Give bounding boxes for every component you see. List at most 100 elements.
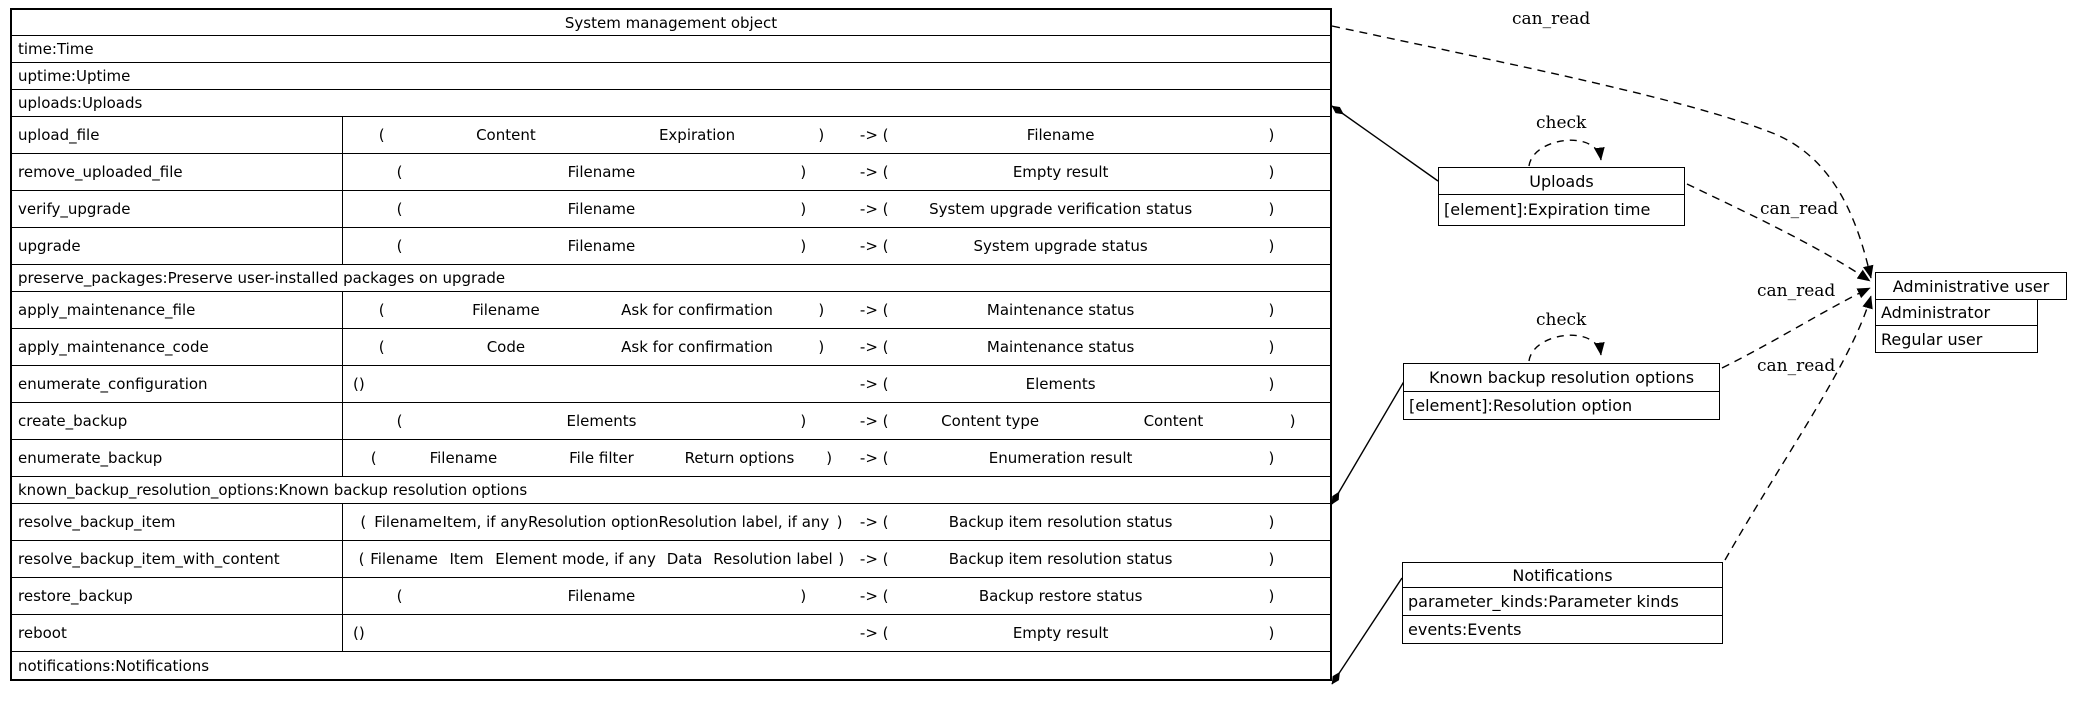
sig-token: Code (486, 338, 526, 356)
notifications-node-title: Notifications (1402, 562, 1723, 588)
sig-token: Filename (1026, 126, 1095, 144)
method-name: upgrade (12, 228, 343, 264)
edge-backup-options-composition (1331, 377, 1407, 505)
backup-options-node: Known backup resolution options [element… (1403, 363, 1720, 420)
sig-token: Filename (567, 587, 636, 605)
row-preserve-packages: preserve_packages:Preserve user-installe… (12, 265, 1330, 292)
sig-token: ) (818, 338, 825, 356)
sig-token: ) (1268, 338, 1275, 356)
row-upgrade: upgrade (Filename)-> (System upgrade sta… (12, 228, 1330, 265)
sig-token: System upgrade verification status (929, 200, 1193, 218)
edge-can-read-notifications (1724, 295, 1873, 561)
method-signature: ( Filename Ask for confirmation) -> ( Mainte… (343, 292, 1330, 328)
method-signature: ()-> (Elements) (343, 366, 1330, 402)
method-name: upload_file (12, 117, 343, 153)
edge-can-read-system (1331, 25, 1874, 279)
sig-token: ) (1268, 301, 1275, 319)
admin-user-node-row: Administrator (1875, 298, 2038, 327)
admin-user-node: Administrative user Administrator Regula… (1875, 272, 2067, 353)
sig-token: ) (1268, 587, 1275, 605)
sig-token: ( (396, 200, 403, 218)
method-name: enumerate_backup (12, 440, 343, 476)
row-remove-uploaded-file: remove_uploaded_file (Filename)-> (Empty… (12, 154, 1330, 191)
sig-token: ( (396, 163, 403, 181)
sig-token: Enumeration result (988, 449, 1133, 467)
sig-token: Maintenance status (986, 338, 1135, 356)
admin-user-node-title: Administrative user (1875, 272, 2067, 300)
sig-token: Item (449, 550, 484, 568)
admin-user-node-row: Regular user (1875, 325, 2038, 353)
sig-token: ( (370, 449, 377, 467)
row-restore-backup: restore_backup (Filename)-> (Backup rest… (12, 578, 1330, 615)
method-name: resolve_backup_item_with_content (12, 541, 343, 577)
sig-token: Backup restore status (978, 587, 1143, 605)
sig-token: Ask for confirmation (621, 301, 773, 319)
edge-can-read-uploads (1686, 183, 1871, 282)
sig-token: () (353, 624, 365, 642)
method-signature: (Filename)-> (Empty result) (343, 154, 1330, 190)
sig-token: -> ( (859, 624, 889, 642)
edge-uploads-composition (1331, 105, 1439, 182)
sig-token: ) (1268, 550, 1275, 568)
sig-token: Ask for confirmation (621, 338, 773, 356)
sig-token: Content (476, 126, 536, 144)
sig-token: Backup item resolution status (948, 513, 1173, 531)
edge-label-can-read-backup: can_read (1757, 281, 1836, 301)
sig-token: -> ( (859, 237, 889, 255)
sig-token: Resolution label (713, 550, 833, 568)
sig-token: Maintenance status (986, 301, 1135, 319)
sig-token: Filename (370, 550, 438, 568)
edge-label-can-read-top: can_read (1512, 9, 1591, 29)
edge-can-read-backup-options (1721, 287, 1871, 369)
sig-token: Filename (472, 301, 540, 319)
sig-token: Resolution label, if any (658, 513, 830, 531)
method-signature: ( Filename) -> ( System upgrade verificatio… (343, 191, 1330, 227)
sig-token: Return options (684, 449, 795, 467)
method-name: reboot (12, 615, 343, 651)
sig-token: ) (836, 513, 843, 531)
edge-label-check-uploads: check (1536, 113, 1587, 133)
sig-token: -> ( (859, 163, 889, 181)
sig-token: -> ( (859, 200, 889, 218)
sig-token: Expiration (658, 126, 736, 144)
sig-token: ) (800, 237, 807, 255)
sig-token: ( (358, 550, 365, 568)
uploads-node-title: Uploads (1438, 167, 1685, 195)
row-notifications: notifications:Notifications (12, 652, 1330, 679)
sig-token: Content type (941, 412, 1040, 430)
sig-token: ) (1268, 513, 1275, 531)
backup-options-node-title: Known backup resolution options (1403, 363, 1720, 392)
sig-token: ( (378, 301, 385, 319)
method-name: apply_maintenance_file (12, 292, 343, 328)
sig-token: ( (396, 237, 403, 255)
backup-options-node-row: [element]:Resolution option (1403, 390, 1720, 420)
sig-token: Filename (567, 200, 636, 218)
sig-token: ) (1268, 449, 1275, 467)
sig-token: ( (396, 587, 403, 605)
sig-token: Element mode, if any (495, 550, 656, 568)
sig-token: -> ( (859, 375, 889, 393)
sig-token: ) (800, 200, 807, 218)
sig-token: Elements (1025, 375, 1096, 393)
sig-token: System upgrade status (973, 237, 1148, 255)
sig-token: ) (1268, 375, 1275, 393)
sig-token: ( (396, 412, 403, 430)
sig-token: ) (826, 449, 833, 467)
edge-check-backup-options (1528, 334, 1605, 362)
sig-token: ) (1268, 163, 1275, 181)
sig-token: ) (800, 587, 807, 605)
method-name: restore_backup (12, 578, 343, 614)
sig-token: -> ( (859, 301, 889, 319)
method-signature: ()-> (Empty result) (343, 615, 1330, 651)
sig-token: -> ( (859, 550, 889, 568)
row-create-backup: create_backup (Elements)-> (Content type… (12, 403, 1330, 440)
sig-token: -> ( (859, 513, 889, 531)
sig-token: Empty result (1012, 163, 1109, 181)
sig-token: -> ( (859, 449, 889, 467)
